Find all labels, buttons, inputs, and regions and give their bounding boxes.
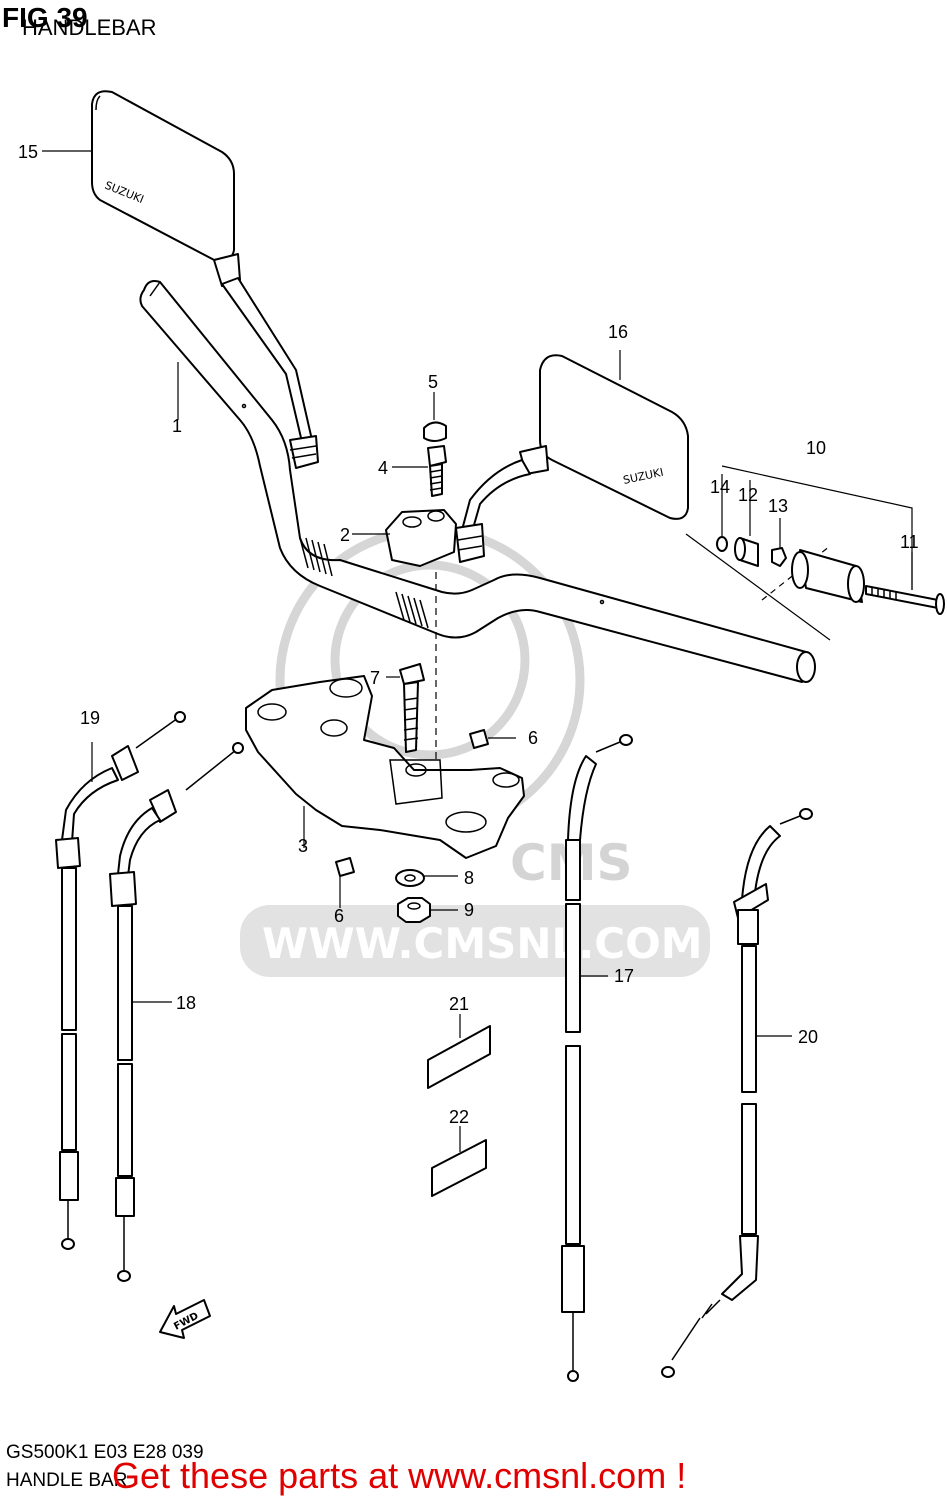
part-13-nut bbox=[771, 547, 787, 567]
callout-10: 10 bbox=[806, 438, 826, 458]
part-4-bolt bbox=[427, 445, 447, 497]
part-12-spacer bbox=[734, 537, 759, 567]
callout-13: 13 bbox=[768, 496, 788, 516]
part-6-cushion-upper bbox=[469, 729, 489, 749]
callout-2: 2 bbox=[340, 525, 350, 545]
part-19-throttle-cable-1 bbox=[55, 711, 186, 1250]
watermark-url-band bbox=[240, 905, 710, 977]
callout-6-lower: 6 bbox=[334, 906, 344, 926]
watermark-url: WWW.CMSNL.COM bbox=[262, 919, 703, 968]
callout-6-upper: 6 bbox=[528, 728, 538, 748]
callout-19: 19 bbox=[80, 708, 100, 728]
handlebar-knurl-left bbox=[299, 537, 333, 577]
callout-8: 8 bbox=[464, 868, 474, 888]
callout-11: 11 bbox=[900, 532, 919, 552]
callout-12: 12 bbox=[738, 485, 758, 505]
section-name: HANDLE BAR bbox=[6, 1470, 128, 1491]
callout-1: 1 bbox=[172, 416, 182, 436]
callout-14: 14 bbox=[710, 477, 730, 497]
part-22-label bbox=[431, 1139, 487, 1197]
callout-7: 7 bbox=[370, 668, 380, 688]
watermark-logo-inner bbox=[330, 560, 530, 760]
part-17-clutch-cable bbox=[561, 734, 633, 1382]
handlebar-knurl-right bbox=[395, 591, 429, 629]
part-14-washer bbox=[716, 536, 728, 552]
callout-3: 3 bbox=[298, 836, 308, 856]
part-1-handlebar bbox=[139, 280, 816, 683]
callout-20: 20 bbox=[798, 1027, 818, 1047]
part-balancer-weight bbox=[791, 549, 865, 603]
part-21-label bbox=[427, 1025, 491, 1089]
part-6-cushion-lower bbox=[335, 857, 355, 877]
fwd-arrow-icon: FWD bbox=[159, 1299, 211, 1339]
watermark: CMS WWW.CMSNL.COM bbox=[240, 525, 710, 977]
callout-17: 17 bbox=[614, 966, 634, 986]
part-11-screw bbox=[865, 585, 945, 615]
callout-9: 9 bbox=[464, 900, 474, 920]
page-subtitle: HANDLEBAR bbox=[22, 15, 157, 40]
part-10-balancer-set bbox=[685, 533, 831, 641]
model-code: GS500K1 E03 E28 039 bbox=[6, 1442, 204, 1463]
callouts: 15 1 16 5 4 2 10 14 12 13 11 7 6 3 8 6 9… bbox=[18, 142, 919, 1127]
cta-link[interactable]: Get these parts at www.cmsnl.com ! bbox=[112, 1455, 687, 1496]
page-title: FIG 39 bbox=[2, 2, 88, 33]
part-8-washer bbox=[395, 869, 425, 887]
callout-15: 15 bbox=[18, 142, 38, 162]
part-9-nut bbox=[397, 897, 431, 923]
part-3-handlebar-holder bbox=[245, 675, 525, 859]
part-18-throttle-cable-2 bbox=[109, 742, 244, 1282]
part-5-cap bbox=[423, 421, 447, 442]
callout-22: 22 bbox=[449, 1107, 469, 1127]
part-2-upper-clamp bbox=[385, 509, 457, 567]
part-20-brake-cable bbox=[661, 808, 813, 1378]
callout-5: 5 bbox=[428, 372, 438, 392]
part-7-bolt bbox=[399, 663, 425, 753]
callout-16: 16 bbox=[608, 322, 628, 342]
callout-18: 18 bbox=[176, 993, 196, 1013]
part-16-right-mirror: SUZUKI bbox=[455, 354, 689, 563]
part-15-left-mirror: SUZUKI bbox=[91, 90, 319, 469]
leader-lines bbox=[42, 150, 913, 1152]
callout-4: 4 bbox=[378, 458, 388, 478]
callout-21: 21 bbox=[449, 994, 469, 1014]
